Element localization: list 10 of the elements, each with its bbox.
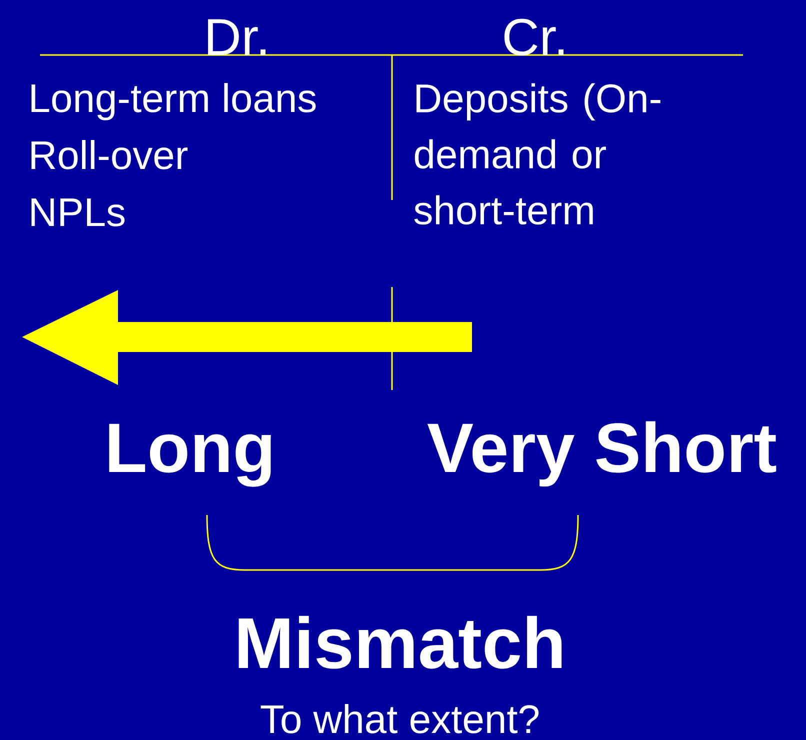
term-label: Very Short bbox=[427, 421, 776, 487]
term-label: Long bbox=[109, 424, 271, 487]
conclusion-heading: Mismatch bbox=[238, 616, 562, 669]
account-item: NPLs bbox=[31, 198, 125, 226]
account-item: Deposits (On-demand or short-term bbox=[414, 83, 660, 225]
question-text: To what extent? bbox=[260, 704, 539, 734]
column-heading: Cr. bbox=[504, 18, 564, 56]
account-item: Long-term loans bbox=[31, 83, 316, 120]
column-heading: Dr. bbox=[208, 19, 266, 55]
account-item: Roll-over bbox=[31, 140, 188, 170]
